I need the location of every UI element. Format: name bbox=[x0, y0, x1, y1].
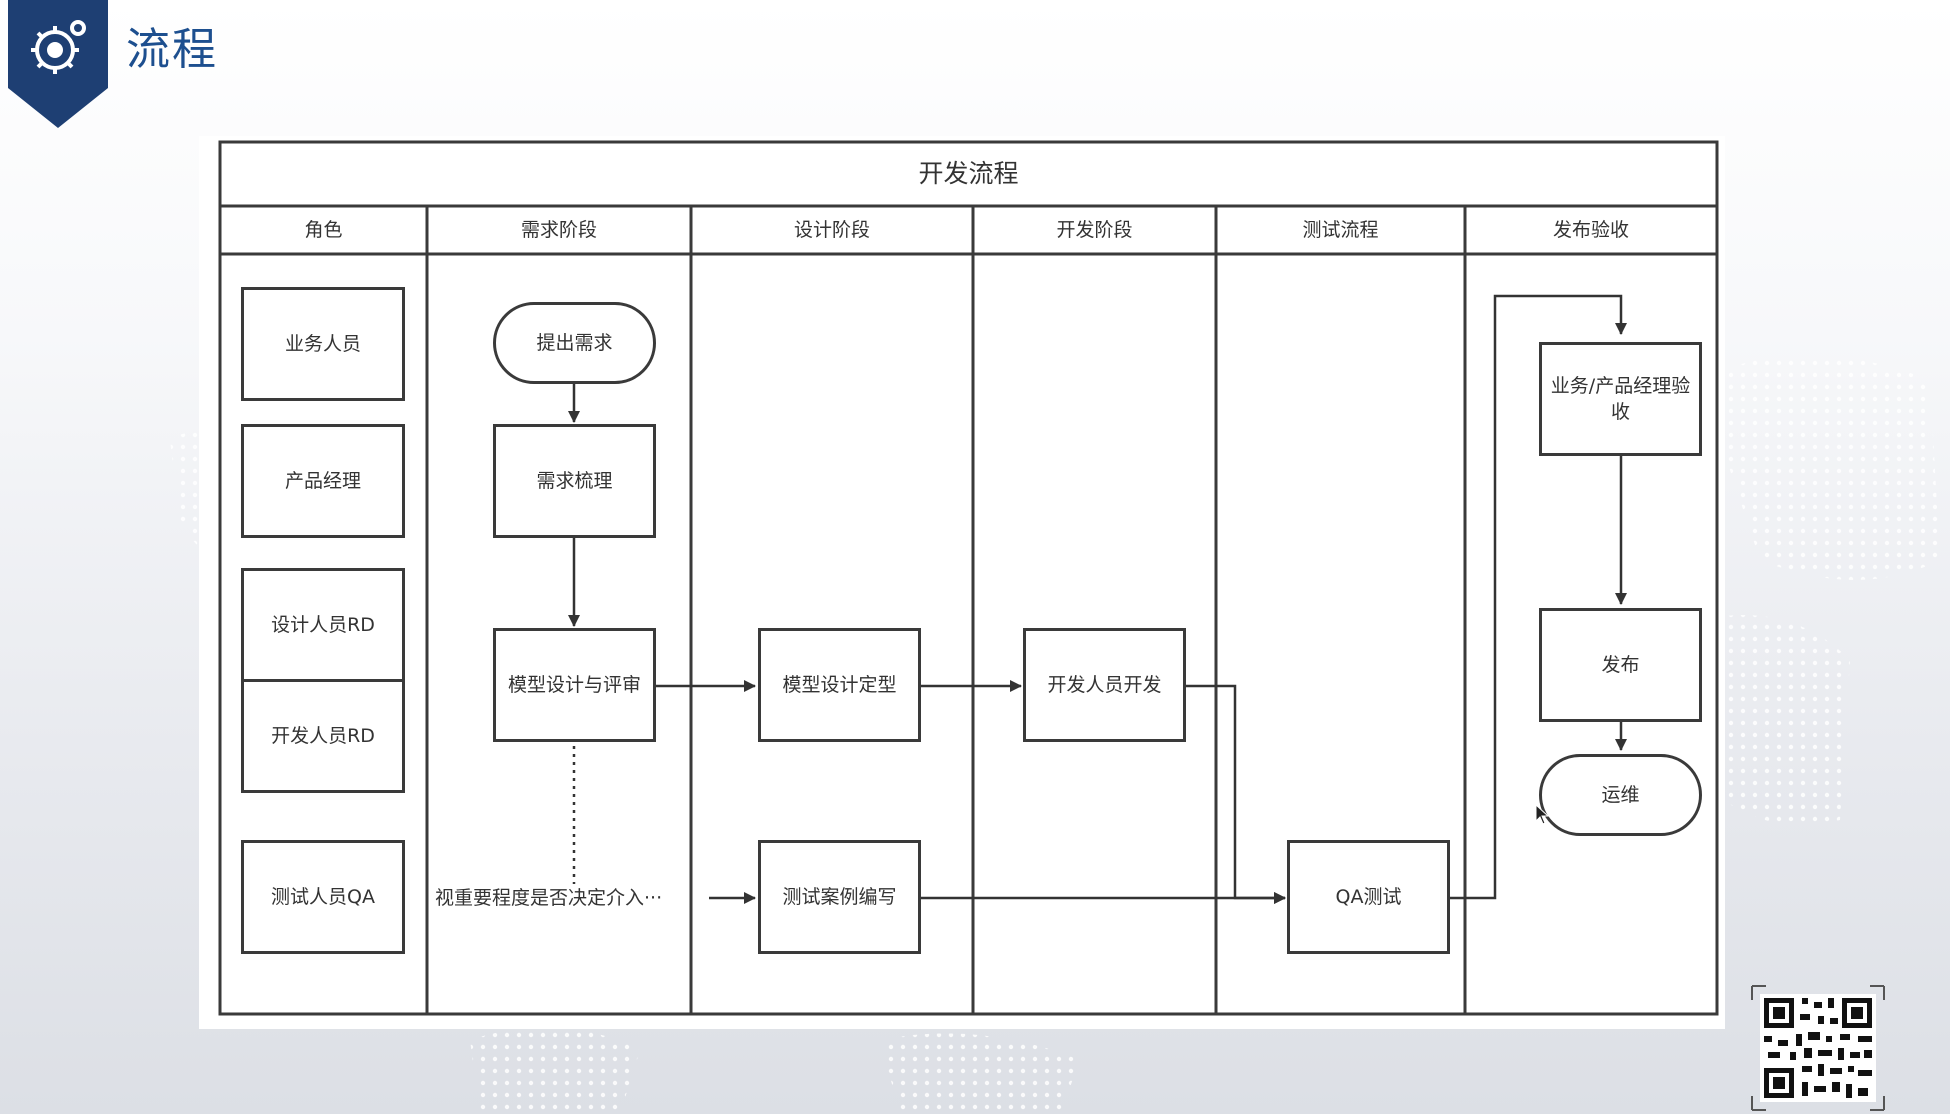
column-header-requirement: 需求阶段 bbox=[520, 219, 597, 241]
node-model-design-final: 模型设计定型 bbox=[758, 628, 921, 742]
swimlane-diagram: 开发流程 角色 需求阶段 设计阶段 开发阶段 测试流程 发布验收 业务人员 产品… bbox=[199, 136, 1725, 1029]
diagram-frame bbox=[218, 140, 1719, 1016]
logo-badge bbox=[8, 0, 108, 128]
role-product-manager: 产品经理 bbox=[241, 424, 405, 538]
node-operations: 运维 bbox=[1539, 754, 1702, 836]
role-tester-qa: 测试人员QA bbox=[241, 840, 405, 954]
column-header-release: 发布验收 bbox=[1552, 219, 1629, 241]
column-header-design: 设计阶段 bbox=[793, 219, 870, 241]
node-acceptance: 业务/产品经理验收 bbox=[1539, 342, 1702, 456]
gear-person-icon bbox=[31, 20, 86, 74]
diagram-lines bbox=[218, 140, 1719, 1016]
edge-dev-to-qa bbox=[1186, 684, 1286, 904]
node-raise-requirement: 提出需求 bbox=[493, 302, 656, 384]
role-developer-rd: 开发人员RD bbox=[241, 679, 405, 793]
column-header-testing: 测试流程 bbox=[1302, 219, 1379, 241]
node-model-design-review: 模型设计与评审 bbox=[493, 628, 656, 742]
node-requirement-review: 需求梳理 bbox=[493, 424, 656, 538]
dotted-leader: ··· bbox=[644, 887, 663, 909]
node-test-case-writing: 测试案例编写 bbox=[758, 840, 921, 954]
edge-label-qa-involvement: 视重要程度是否决定介入··· bbox=[435, 884, 711, 912]
qr-code-icon bbox=[1751, 985, 1885, 1111]
column-header-role: 角色 bbox=[304, 219, 343, 241]
edge-qa-to-acceptance bbox=[1450, 294, 1627, 900]
page-title: 流程 bbox=[126, 24, 218, 75]
column-header-development: 开发阶段 bbox=[1056, 219, 1133, 241]
edge-label-text: 视重要程度是否决定介入 bbox=[435, 887, 645, 909]
mouse-cursor-icon bbox=[1535, 804, 1550, 825]
role-business: 业务人员 bbox=[241, 287, 405, 401]
node-release: 发布 bbox=[1539, 608, 1702, 722]
diagram-title: 开发流程 bbox=[918, 159, 1019, 188]
node-developer-develop: 开发人员开发 bbox=[1023, 628, 1186, 742]
role-designer-rd: 设计人员RD bbox=[241, 568, 405, 682]
node-qa-test: QA测试 bbox=[1287, 840, 1450, 954]
